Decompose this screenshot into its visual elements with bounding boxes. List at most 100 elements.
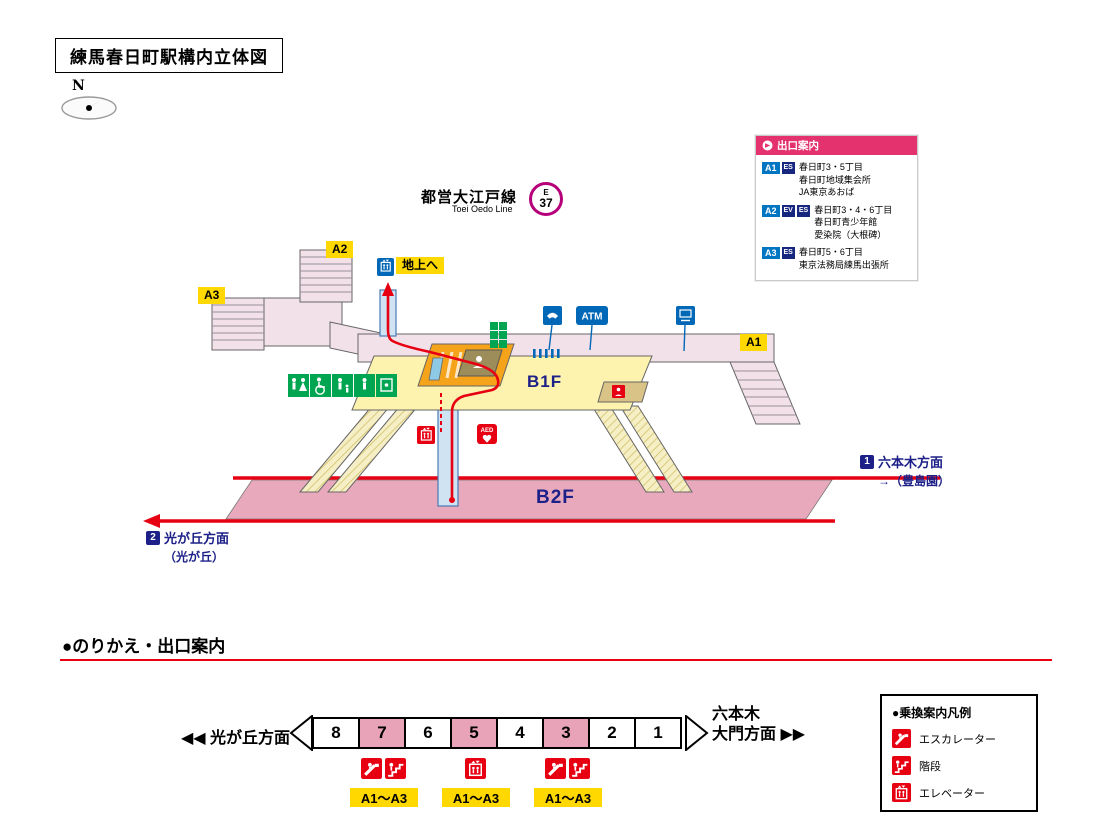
track-line-hikarigaoka [143,514,835,528]
car5-facility-icons [465,758,486,779]
accessible-toilet-icon [354,374,375,397]
direction-right-line1: 六本木 [712,706,761,723]
legend-row-elevator: エレベーター [892,783,1026,802]
direction-name: 六本木方面 [878,455,944,470]
exit-range-label: A1～A3 [534,788,602,807]
direction-hikarigaoka: 2 光が丘方面 （光が丘） [146,528,229,565]
wheelchair-icon [310,374,331,397]
exit-guide-title: 出口案内 [777,140,819,152]
car-7: 7 [358,717,406,749]
station-3d-map: ATM [143,249,940,528]
exit-dest-line: 愛染院（大根碑） [814,229,887,240]
page-title: 練馬春日町駅構内立体図 [55,38,283,73]
legend-label: 階段 [919,760,941,773]
stairs-icon [892,756,911,775]
exit-dest-line: 東京法務局練馬出張所 [798,259,889,270]
exit-badge-a1: A1 [762,162,780,174]
station-letter: E [543,188,549,197]
car-4: 4 [496,717,544,749]
car-8: 8 [312,717,360,749]
station-office [457,349,503,377]
line-name: 都営大江戸線 [421,189,518,206]
ticket-machines-icon [490,322,507,348]
line-name-en: Toei Oedo Line [452,204,513,214]
track-arrow-left [143,514,160,528]
direction-name: 光が丘方面 [164,531,230,546]
baby-care-icon [332,374,353,397]
exit-label-a3: A3 [198,287,226,304]
elevator-badge: EV [781,204,795,217]
compass-north-label: N [72,78,85,94]
escalator-icon [892,729,911,748]
exit-guide-row-a1: A1 ES 春日町3・5丁目 春日町地域集会所 JA東京あおば [762,161,911,199]
exit-range-label: A1～A3 [350,788,418,807]
atm-icon: ATM [576,306,608,351]
direction-number-1: 1 [860,454,874,469]
pass-office-icon [612,385,625,398]
compass-icon [61,96,117,120]
exit-guide-row-a3: A3 ES 春日町5・6丁目 東京法務局練馬出張所 [762,246,911,271]
stairs-icon [385,758,406,779]
restroom-icons [288,374,397,397]
atm-label: ATM [582,312,603,323]
legend-title: ●乗換案内凡例 [892,706,972,720]
car-2: 2 [588,717,636,749]
escalator-badge: ES [781,162,795,174]
car-direction-left: ◀◀ 光が丘方面 [180,730,290,747]
train-nose-right [685,715,709,751]
stairs-icon [569,758,590,779]
pass-office-counter [597,381,649,403]
exit-range-label: A1～A3 [442,788,510,807]
exit-guide-header: 出口案内 [756,136,917,155]
exit-arrow-icon [762,140,773,151]
escalator-icon [361,758,382,779]
exit-dest-line: JA東京あおば [798,187,855,197]
car-5: 5 [450,717,498,749]
elevator-icon [465,758,486,779]
exit-dest-line: 春日町青少年館 [814,217,878,227]
route-arrow-up [382,282,394,296]
legend-panel: ●乗換案内凡例 エスカレーター 階段 エレベーター [880,694,1038,812]
exit-label-a1: A1 [740,334,768,351]
b2f-label: B2F [536,487,575,508]
exit-dest-line: 春日町5・6丁目 [798,247,863,257]
wide-gate [428,357,444,381]
legend-label: エスカレーター [919,733,996,746]
stairs-a2 [299,249,353,303]
ground-elevator-icon [377,258,394,276]
car-3: 3 [542,717,590,749]
train-nose-left [289,715,313,751]
direction-roppongi: 1 六本木方面 →（豊島園） [860,452,950,489]
to-ground-label: 地上へ [396,257,445,274]
car-1: 1 [634,717,682,749]
car-direction-right: 六本木 大門方面 ▶▶ [712,705,805,745]
exit-badge-a2: A2 [762,204,780,217]
station-number-symbol: E 37 [529,182,563,216]
exit-label-a2: A2 [326,241,354,258]
exit-dest-line: 春日町3・5丁目 [798,162,863,172]
stairs-a1 [729,361,801,425]
car7-facility-icons [361,758,406,779]
exit-guide-panel: 出口案内 A1 ES 春日町3・5丁目 春日町地域集会所 JA東京あおば A2 … [755,135,918,281]
exit-guide-row-a2: A2 EV ES 春日町3・4・6丁目 春日町青少年館 愛染院（大根碑） [762,204,911,242]
direction-right-line2: 大門方面 ▶▶ [712,726,806,743]
accessible-route [382,282,500,503]
multipurpose-toilet-icon [376,374,397,397]
car-6: 6 [404,717,452,749]
phone-icon [533,306,562,358]
phone-booths [533,349,560,358]
exit-dest-line: 春日町地域集会所 [798,174,871,185]
b1f-label: B1F [527,372,563,391]
aed-icon: AED [477,424,497,444]
direction-sub: →（豊島園） [878,474,951,488]
section-divider [60,659,1052,661]
legend-label: エレベーター [919,787,985,800]
transfer-section-heading: ●のりかえ・出口案内 [62,637,226,656]
direction-number-2: 2 [146,530,160,545]
legend-row-stairs: 階段 [892,756,1026,775]
escalator-badge: ES [781,247,795,259]
exit-badge-a3: A3 [762,247,780,259]
car-position-diagram: 8 7 6 5 4 3 2 1 [312,717,682,749]
escalator-icon [545,758,566,779]
